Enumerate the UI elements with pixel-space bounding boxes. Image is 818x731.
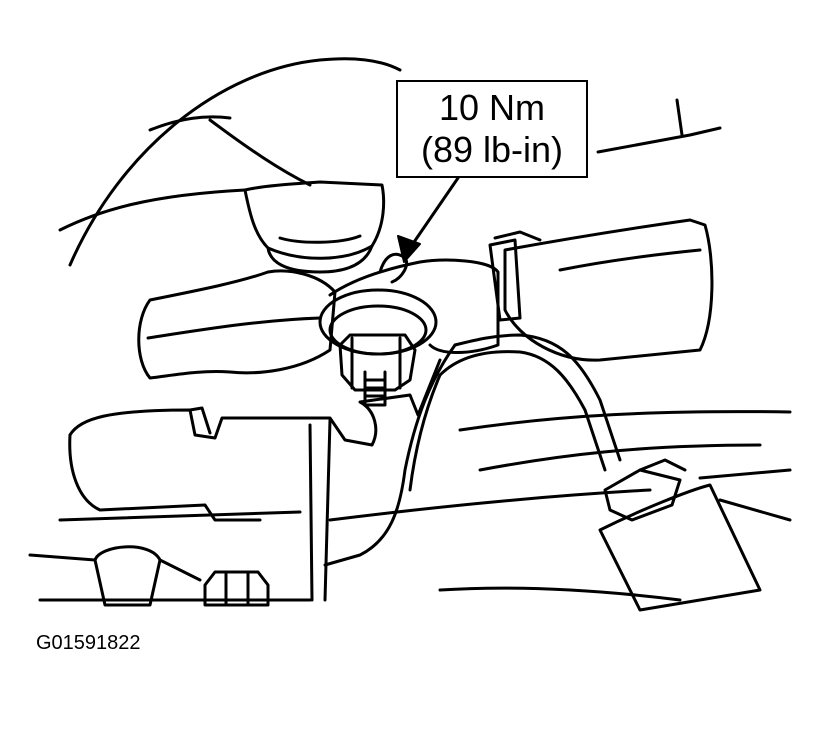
torque-callout: 10 Nm (89 lb-in)	[396, 80, 588, 178]
mount-washer-inner	[328, 304, 428, 356]
hex-nut-face	[350, 336, 402, 390]
metal-line	[453, 333, 622, 462]
frame-member	[58, 510, 302, 522]
bracket-plate	[323, 418, 332, 602]
torque-lbin-label: (89 lb-in)	[420, 129, 564, 170]
control-arm	[137, 269, 337, 380]
hose-edge	[558, 248, 702, 272]
callout-leader	[410, 176, 460, 247]
hose-clamp	[493, 230, 542, 242]
lower-bolt	[93, 545, 162, 607]
callout-arrowhead	[397, 235, 421, 263]
hose-clamp	[488, 238, 522, 322]
line-fitting	[603, 468, 682, 522]
background-contour	[208, 118, 312, 187]
rubber-hose	[503, 218, 714, 362]
frame-member	[458, 410, 792, 432]
frame-member	[328, 488, 652, 522]
metal-line	[323, 343, 457, 567]
frame-member	[438, 586, 682, 602]
bracket-plate	[308, 423, 314, 602]
frame-member	[718, 498, 792, 522]
frame-member	[28, 553, 202, 582]
background-contour	[68, 57, 402, 267]
bracket-plate	[68, 433, 262, 522]
fitting-body	[598, 483, 762, 612]
bushing-collar	[278, 234, 362, 244]
torque-nm-label: 10 Nm	[438, 87, 546, 128]
control-arm-edge	[146, 316, 322, 340]
bushing-collar	[266, 244, 374, 274]
stud-threads	[363, 378, 387, 398]
background-contour	[675, 98, 684, 137]
upper-bushing	[243, 180, 386, 260]
line-fitting	[638, 458, 687, 472]
background-contour	[58, 188, 247, 232]
background-contour	[596, 126, 722, 154]
frame-member	[698, 468, 792, 480]
lower-bolt	[203, 570, 270, 607]
bracket-plate	[188, 406, 212, 435]
metal-line	[408, 373, 442, 492]
metal-line	[438, 350, 607, 472]
figure-id: G01591822	[36, 632, 141, 654]
frame-member	[478, 443, 762, 472]
bracket-plate	[68, 358, 442, 447]
background-contour	[148, 115, 232, 132]
retaining-clip	[328, 258, 500, 354]
hex-nut	[338, 333, 417, 392]
